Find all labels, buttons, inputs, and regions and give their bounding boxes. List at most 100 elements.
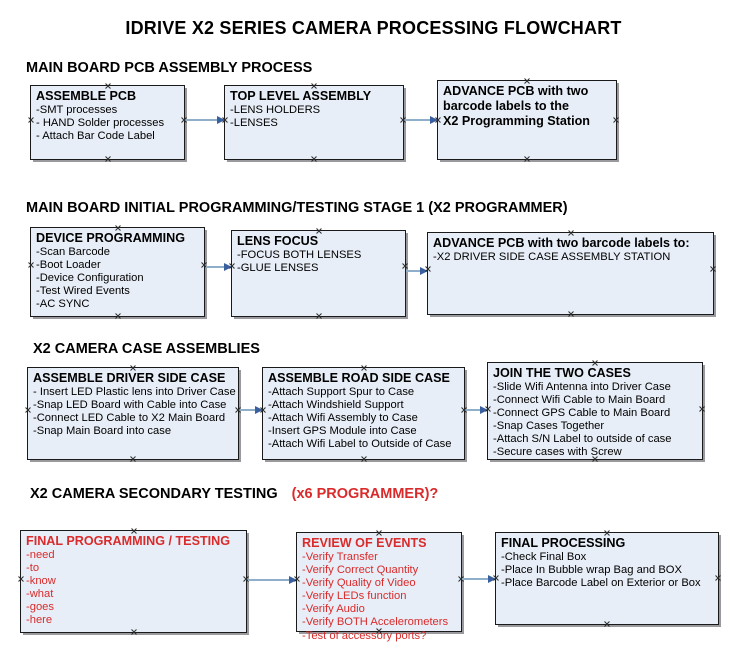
section-title-main-board-initial-programming: MAIN BOARD INITIAL PROGRAMMING/TESTING S… [26,200,568,216]
node-line: - Attach Bar Code Label [36,129,155,142]
node-line: -Connect LED Cable to X2 Main Board [33,411,226,424]
node-line: -to [26,561,40,574]
connector-lens-focus-to-advance-pcb-driver-side [406,270,427,272]
node-line: -Verify LEDs function [302,590,407,602]
connection-handle-right[interactable] [715,574,722,581]
connector-device-programming-to-lens-focus [206,266,231,268]
node-header: REVIEW OF EVENTS [302,536,427,550]
node-line: -Secure cases with Screw [493,446,622,459]
connector-review-of-events-to-final-processing [462,578,495,580]
connection-handle-right[interactable] [710,266,717,273]
connector-assemble-pcb-to-top-level-assembly [186,119,224,121]
node-line: -Attach S/N Label to outside of case [493,433,672,446]
node-header: ADVANCE PCB with two barcode labels to: [433,236,690,250]
node-line: -Place Barcode Label on Exterior or Box [501,576,701,589]
page-title: IDRIVE X2 SERIES CAMERA PROCESSING FLOWC… [125,18,622,38]
connection-handle-right[interactable] [613,117,620,124]
section-title-x2-camera-case-assemblies: X2 CAMERA CASE ASSEMBLIES [33,341,260,357]
connection-handle-bottom[interactable] [104,156,111,163]
node-line: -what [26,588,54,600]
node-assemble-driver-side-case[interactable]: ASSEMBLE DRIVER SIDE CASE - Insert LED P… [27,367,239,460]
node-line: - Insert LED Plastic lens into Driver Ca… [33,385,236,398]
node-line: -Attach Wifi Label to Outside of Case [268,438,452,451]
connection-handle-right[interactable] [699,406,706,413]
node-header: ASSEMBLE PCB [36,89,137,103]
node-line: -Slide Wifi Antenna into Driver Case [493,380,671,393]
node-header: TOP LEVEL ASSEMBLY [230,89,372,103]
connection-handle-right[interactable] [402,262,409,269]
node-line: - HAND Solder processes [36,116,165,129]
node-line: -here [26,614,53,627]
node-advance-pcb-programming-station[interactable]: ADVANCE PCB with two barcode labels to t… [437,80,617,160]
connection-handle-bottom[interactable] [315,313,322,320]
node-line: -X2 DRIVER SIDE CASE ASSEMBLY STATION [433,250,671,263]
node-overflow-line: -Test of accessory ports? [302,630,427,642]
connection-handle-bottom[interactable] [524,156,531,163]
node-line: -Check Final Box [501,550,587,563]
node-line: -FOCUS BOTH LENSES [237,248,362,261]
node-line: -Verify Correct Quantity [302,563,419,576]
node-advance-pcb-driver-side[interactable]: ADVANCE PCB with two barcode labels to: … [427,232,714,315]
connection-handle-bottom[interactable] [604,621,611,628]
node-header: FINAL PROCESSING [501,536,626,550]
node-line: barcode labels to the [443,98,569,113]
section-title-text: X2 CAMERA SECONDARY TESTING [30,486,278,502]
node-line: -Verify Transfer [302,550,378,563]
connection-handle-left[interactable] [25,406,32,413]
connector-top-level-assembly-to-advance-pcb [405,119,437,121]
section-title-red-note: (x6 PROGRAMMER)? [291,486,439,502]
node-line: -Device Configuration [36,271,144,284]
node-header: LENS FOCUS [237,234,319,248]
node-assemble-pcb[interactable]: ASSEMBLE PCB -SMT processes - HAND Solde… [30,85,185,160]
node-final-processing[interactable]: FINAL PROCESSING -Check Final Box -Place… [495,532,719,625]
node-line: -Test Wired Events [36,285,130,297]
connection-handle-bottom[interactable] [360,456,367,463]
node-assemble-road-side-case[interactable]: ASSEMBLE ROAD SIDE CASE -Attach Support … [262,367,465,460]
node-line: -Boot Loader [36,258,101,271]
node-line: -Attach Wifi Assembly to Case [268,411,418,424]
node-line: -Snap Cases Together [493,420,605,432]
connection-handle-left[interactable] [28,116,35,123]
node-line: -Verify BOTH Accelerometers [302,616,449,629]
node-join-the-two-cases[interactable]: JOIN THE TWO CASES -Slide Wifi Antenna i… [487,362,703,460]
node-line: -Verify Audio [302,603,365,616]
connection-handle-left[interactable] [18,576,25,583]
node-header: ASSEMBLE ROAD SIDE CASE [268,371,450,385]
node-line: -LENSES [230,116,278,129]
connection-handle-bottom[interactable] [130,456,137,463]
connector-driver-side-to-road-side [240,409,262,411]
section-title-main-board-pcb-assembly: MAIN BOARD PCB ASSEMBLY PROCESS [26,60,313,76]
connection-handle-bottom[interactable] [130,629,137,636]
node-line: -Attach Windshield Support [268,398,404,411]
connection-handle-bottom[interactable] [567,311,574,318]
node-review-of-events[interactable]: REVIEW OF EVENTS -Verify Transfer -Verif… [296,532,462,642]
node-lens-focus[interactable]: LENS FOCUS -FOCUS BOTH LENSES -GLUE LENS… [231,230,406,317]
section-title-x2-camera-secondary-testing: X2 CAMERA SECONDARY TESTING (x6 PROGRAMM… [30,486,438,502]
node-line: -Connect Wifi Cable to Main Board [493,393,666,406]
node-top-level-assembly[interactable]: TOP LEVEL ASSEMBLY -LENS HOLDERS -LENSES [224,85,404,160]
connector-final-programming-to-review-of-events [248,579,296,581]
node-line: -Connect GPS Cable to Main Board [493,406,671,419]
connection-handle-bottom[interactable] [311,156,318,163]
node-header: FINAL PROGRAMMING / TESTING [26,534,231,548]
node-line: -goes [26,601,54,614]
node-line: -Place In Bubble wrap Bag and BOX [501,563,682,576]
connection-handle-left[interactable] [28,261,35,268]
node-line: -Snap LED Board with Cable into Case [33,398,227,411]
node-line: -Attach Support Spur to Case [268,385,415,398]
node-line: -GLUE LENSES [237,261,319,274]
node-header: JOIN THE TWO CASES [493,366,631,380]
node-line: -Scan Barcode [36,245,111,258]
node-device-programming[interactable]: DEVICE PROGRAMMING -Scan Barcode -Boot L… [30,227,205,317]
node-line: -LENS HOLDERS [230,103,321,116]
node-header: ASSEMBLE DRIVER SIDE CASE [33,371,226,385]
node-final-programming-testing[interactable]: FINAL PROGRAMMING / TESTING -need -to -k… [20,530,247,633]
node-header: DEVICE PROGRAMMING [36,231,186,245]
node-line: -SMT processes [36,103,118,116]
connector-road-side-to-join-cases [466,409,487,411]
node-line: -know [26,574,56,587]
connection-handle-bottom[interactable] [114,313,121,320]
node-line: -Snap Main Board into case [33,425,172,437]
node-line: -need [26,548,55,561]
